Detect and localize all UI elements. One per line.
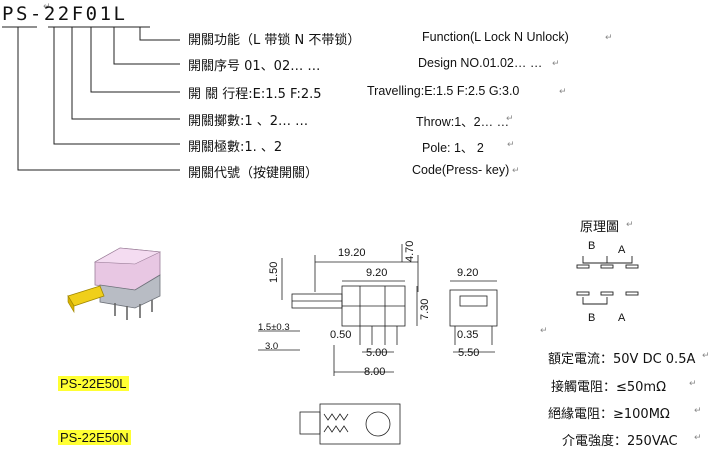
legend-row-function-cn: 開關功能（L 带锁 N 不带锁） — [188, 33, 361, 48]
dim-top-right: 4.70 — [404, 240, 416, 262]
schematic-title: 原理圖 — [580, 220, 620, 235]
legend-mark: ↵ — [507, 140, 515, 150]
spec-mark: ↵ — [694, 433, 702, 443]
dim-left-note2: 3.0 — [265, 341, 279, 352]
dim-body-height: 7.30 — [419, 298, 431, 320]
stray-mark: ↵ — [540, 326, 548, 336]
dim-left-note1: 1.5±0.3 — [258, 322, 290, 333]
legend-row-design-en: Design NO.01.02… … — [418, 56, 543, 70]
part-number-n: PS-22E50N — [58, 430, 131, 445]
legend-row-code-en: Code(Press- key) — [412, 163, 510, 177]
legend-row-travel-cn: 開 關 行程:E:1.5 F:2.5 — [188, 87, 322, 102]
dim-side-width: 9.20 — [457, 267, 479, 279]
spec-mark: ↵ — [702, 351, 709, 361]
legend-row-travel-en: Travelling:E:1.5 F:2.5 G:3.0 — [367, 84, 520, 98]
legend-row-pole-en: Pole: 1、 2 — [422, 141, 484, 155]
legend-row-function-en: Function(L Lock N Unlock) — [422, 30, 569, 44]
spec-contact-resistance: 接觸電阻：≤50mΩ — [551, 380, 667, 395]
spec-mark: ↵ — [689, 379, 697, 389]
legend-mark: ↵ — [512, 166, 520, 176]
spec-insulation-resistance: 絕緣電阻：≥100MΩ — [548, 407, 670, 422]
legend-row-design-cn: 開關序号 01、02… … — [188, 59, 321, 74]
dim-mid-width: 9.20 — [366, 267, 388, 279]
legend-row-throw-cn: 開關擲數:1 、2… … — [188, 114, 309, 129]
schematic-label-a: A — [618, 244, 626, 256]
part-number-l: PS-22E50L — [58, 376, 129, 391]
spec-mark: ↵ — [694, 406, 702, 416]
dim-side-pitch: 5.50 — [458, 347, 480, 359]
part-code: PS-22F01L — [2, 3, 128, 25]
code-mark: ↵ — [43, 2, 51, 12]
dim-left-height: 1.50 — [268, 261, 280, 283]
dim-pin-b: 5.00 — [366, 347, 388, 359]
dim-side-pin: 0.35 — [457, 329, 479, 341]
legend-mark: ↵ — [552, 59, 560, 69]
spec-rated-current: 額定電流：50V DC 0.5A — [548, 352, 696, 367]
spec-dielectric-strength: 介電強度：250VAC — [562, 434, 678, 449]
legend-mark: ↵ — [559, 87, 567, 97]
schematic-label-b: B — [588, 240, 596, 252]
schematic-label-a-bottom: A — [618, 312, 626, 324]
dim-pin-a: 0.50 — [330, 329, 352, 341]
legend-mark: ↵ — [506, 114, 514, 124]
schematic-label-b-bottom: B — [588, 312, 596, 324]
dim-top-length: 19.20 — [338, 247, 366, 259]
legend-row-code-cn: 開關代號（按键開關） — [188, 166, 319, 181]
schematic-mark: ↵ — [626, 220, 634, 230]
legend-row-throw-en: Throw:1、2… … — [416, 115, 510, 129]
legend-row-pole-cn: 開關極數:1. 、2 — [188, 140, 283, 155]
dim-pin-c: 8.00 — [364, 366, 386, 378]
legend-mark: ↵ — [605, 33, 613, 43]
